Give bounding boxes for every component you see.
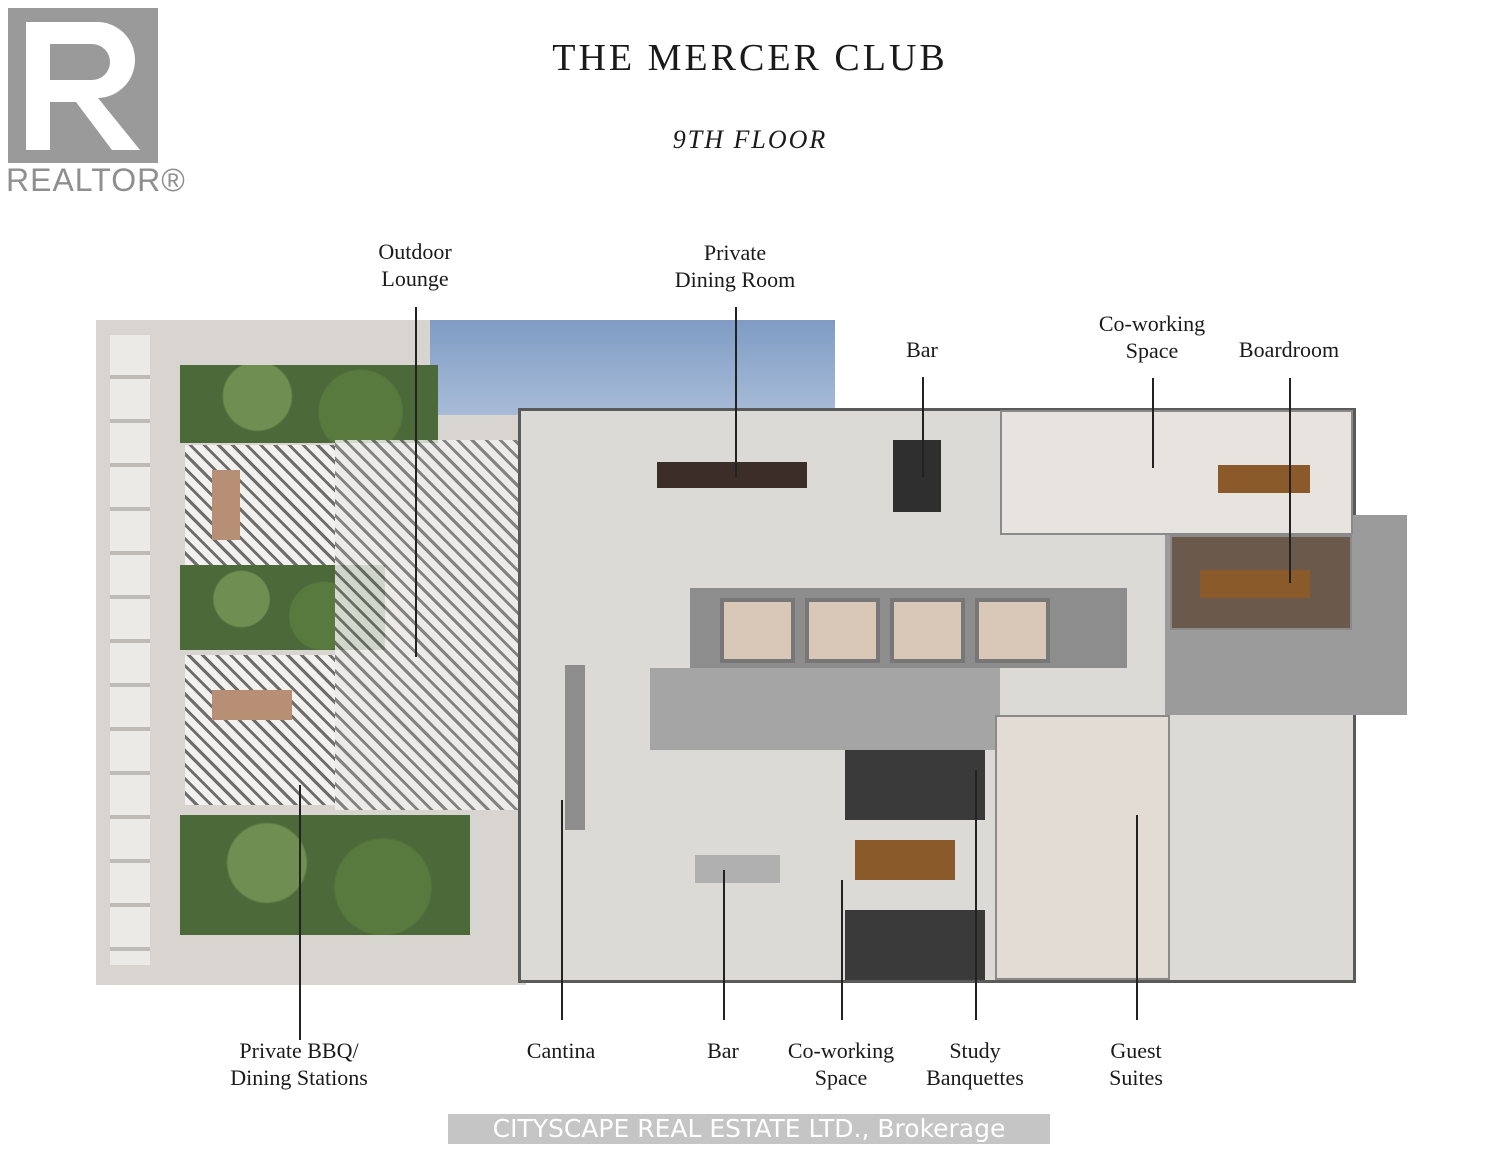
lounge-paving [335, 440, 520, 810]
planter [180, 365, 438, 443]
leader-line [1152, 378, 1154, 468]
terrace-seating [110, 335, 150, 965]
bbq-station-paving [185, 445, 335, 565]
label-bar-bottom: Bar [707, 1038, 739, 1063]
leader-line [1289, 378, 1291, 583]
realtor-logo-text: REALTOR® [6, 162, 186, 198]
leader-line [723, 870, 725, 1020]
elevator [720, 598, 795, 663]
boardroom-table [1200, 570, 1310, 598]
leader-line [735, 307, 737, 477]
co-working-table [1218, 465, 1310, 493]
brokerage-watermark: CITYSCAPE REAL ESTATE LTD., Brokerage [448, 1114, 1050, 1144]
leader-line [922, 377, 924, 477]
bar-counter-lower [695, 855, 780, 883]
elevator [975, 598, 1050, 663]
guest-suites [995, 715, 1170, 980]
water-feature [430, 320, 835, 415]
leader-line [841, 880, 843, 1020]
elevator [890, 598, 965, 663]
page-title: THE MERCER CLUB [552, 37, 948, 79]
floor-subtitle: 9TH FLOOR [672, 125, 828, 154]
planter [180, 815, 470, 935]
label-private-bbq: Private BBQ/Dining Stations [230, 1038, 368, 1090]
label-cantina: Cantina [526, 1038, 596, 1063]
leader-line [975, 770, 977, 1020]
private-dining-table [657, 462, 807, 488]
bar-counter [893, 440, 941, 512]
co-working-table-lower [855, 840, 955, 880]
dining-table [212, 690, 292, 720]
study-banquettes-lower [845, 910, 985, 980]
label-boardroom: Boardroom [1238, 337, 1340, 362]
bbq-station-paving [185, 655, 335, 805]
stairs [650, 668, 1000, 750]
leader-line [1136, 815, 1138, 1020]
study-banquettes-upper [845, 750, 985, 820]
dining-table [212, 470, 240, 540]
realtor-logo [8, 8, 158, 163]
elevator [805, 598, 880, 663]
cantina-counter [565, 665, 585, 830]
leader-line [415, 307, 417, 657]
label-bar-top: Bar [906, 337, 938, 362]
leader-line [299, 785, 301, 1040]
leader-line [561, 800, 563, 1020]
